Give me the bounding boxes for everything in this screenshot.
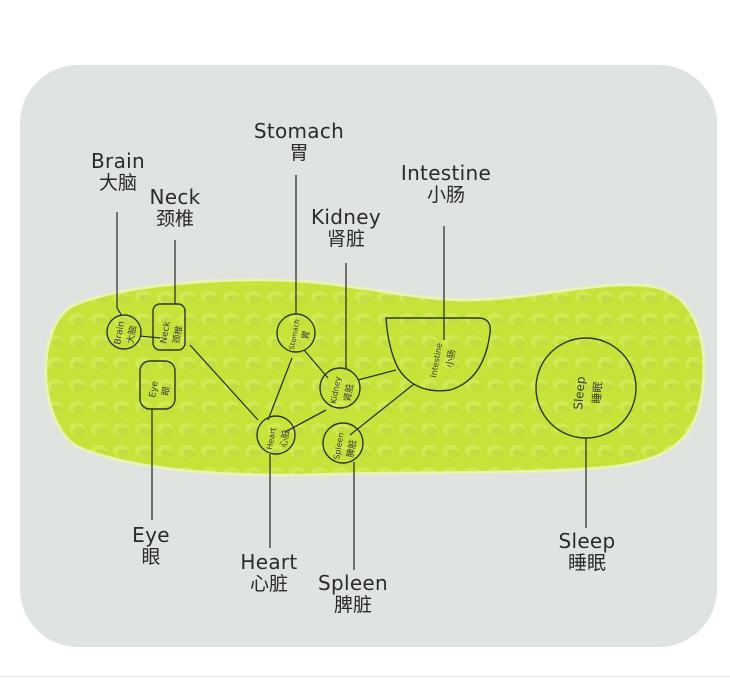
zone-spleen-text-zh: 脾脏 xyxy=(344,439,359,459)
label-neck-en: Neck xyxy=(149,185,201,209)
zone-heart-text-zh: 心脏 xyxy=(277,429,292,449)
zone-sleep-text-en: Sleep xyxy=(571,376,588,410)
label-eye-en: Eye xyxy=(132,523,170,547)
zone-brain-text-zh: 大脑 xyxy=(124,325,139,345)
label-stomach: Stomach 胃 xyxy=(254,120,344,165)
label-spleen-zh: 脾脏 xyxy=(333,594,373,616)
label-intestine: Intestine 小肠 xyxy=(401,162,491,207)
label-spleen-en: Spleen xyxy=(317,571,389,595)
bottom-divider xyxy=(0,676,730,677)
label-sleep: Sleep 睡眠 xyxy=(558,530,615,575)
zone-neck xyxy=(152,303,186,351)
label-heart-zh: 心脏 xyxy=(249,573,289,595)
insole-shape xyxy=(44,278,706,477)
zone-eye-text-en: Eye xyxy=(148,380,161,398)
zone-heart xyxy=(256,415,296,455)
label-brain: Brain 大脑 xyxy=(91,150,145,195)
label-brain-zh: 大脑 xyxy=(98,172,137,194)
zone-brain-text-en: Brain xyxy=(113,321,127,346)
label-eye-zh: 眼 xyxy=(141,546,161,568)
label-kidney-en: Kidney xyxy=(311,205,381,229)
zone-kidney xyxy=(319,367,361,409)
label-heart-en: Heart xyxy=(240,550,298,574)
label-sleep-en: Sleep xyxy=(558,529,616,553)
zone-eye-text-zh: 眼 xyxy=(160,386,172,397)
label-spleen: Spleen 脾脏 xyxy=(318,572,388,617)
label-neck-zh: 颈椎 xyxy=(155,208,195,230)
label-brain-en: Brain xyxy=(91,149,145,173)
label-stomach-zh: 胃 xyxy=(289,142,309,164)
label-neck: Neck 颈椎 xyxy=(149,186,200,231)
label-stomach-en: Stomach xyxy=(253,119,345,143)
label-heart: Heart 心脏 xyxy=(240,551,297,596)
zone-intestine xyxy=(385,317,491,392)
leader-lines xyxy=(116,175,587,570)
zone-kidney-text-zh: 肾脏 xyxy=(341,383,356,403)
label-kidney: Kidney 肾脏 xyxy=(311,206,381,251)
label-kidney-zh: 肾脏 xyxy=(326,228,366,250)
label-eye: Eye 眼 xyxy=(132,524,170,569)
insole-connectors xyxy=(139,335,415,436)
label-intestine-en: Intestine xyxy=(400,161,492,185)
label-sleep-zh: 睡眠 xyxy=(567,552,606,574)
zone-neck-text-en: Neck xyxy=(159,320,173,345)
zone-heart-text-en: Heart xyxy=(265,427,278,450)
zone-eye xyxy=(139,360,176,410)
zone-brain xyxy=(106,314,142,350)
zone-sleep-text-zh: 睡眠 xyxy=(590,381,605,404)
zone-spleen xyxy=(322,422,364,464)
label-intestine-zh: 小肠 xyxy=(426,184,466,206)
zone-stomach-text-zh: 胃 xyxy=(300,330,312,341)
zone-intestine-text-zh: 小肠 xyxy=(444,349,458,369)
zone-neck-text-zh: 颈椎 xyxy=(170,325,185,345)
